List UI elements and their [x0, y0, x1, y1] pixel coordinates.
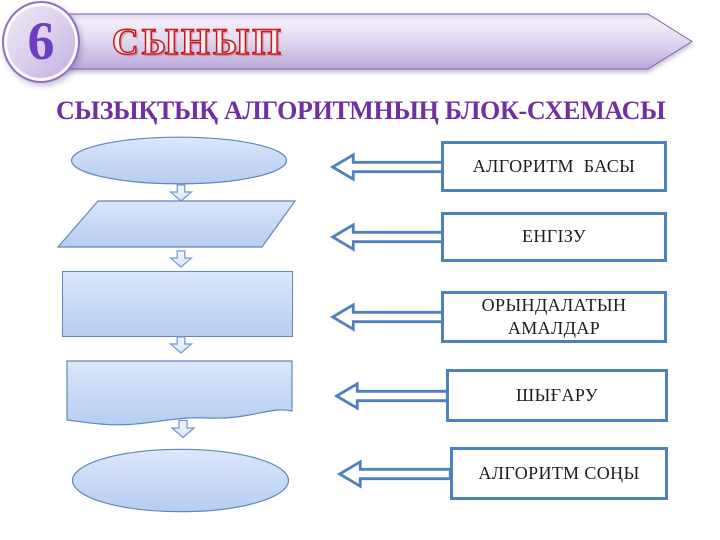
banner-label: СЫНЫП [111, 21, 284, 64]
grade-number: 6 [27, 11, 55, 71]
flowchart-input-parallelogram [57, 200, 297, 248]
callout-label: АЛГОРИТМ БАСЫ [472, 155, 636, 176]
flowchart-terminator-end-ellipse [71, 448, 290, 513]
callout-operations: ОРЫНДАЛАТЫН АМАЛДАР [441, 291, 667, 343]
down-arrow-icon [170, 419, 196, 439]
grade-badge: 6 [2, 1, 80, 83]
callout-label: АЛГОРИТМ СОҢЫ [478, 462, 640, 483]
callout-algorithm-end: АЛГОРИТМ СОҢЫ [450, 447, 668, 500]
down-arrow-icon [168, 250, 194, 268]
callout-algorithm-start: АЛГОРИТМ БАСЫ [441, 141, 667, 192]
flowchart-output-document [66, 360, 293, 426]
callout-input: ЕНГІЗУ [441, 212, 667, 262]
left-arrow-icon [329, 302, 445, 332]
callout-label: ОРЫНДАЛАТЫН АМАЛДАР [481, 294, 632, 338]
left-arrow-icon [333, 381, 449, 411]
flowchart-terminator-start-ellipse [70, 136, 288, 185]
left-arrow-icon [336, 459, 452, 489]
page-title: СЫЗЫҚТЫҚ АЛГОРИТМНЫҢ БЛОК-СХЕМАСЫ [56, 96, 666, 125]
callout-label: ЕНГІЗУ [521, 226, 587, 247]
left-arrow-icon [329, 222, 445, 252]
left-arrow-icon [329, 152, 445, 182]
down-arrow-icon [168, 184, 194, 202]
callout-label: ШЫҒАРУ [516, 384, 598, 405]
flowchart-process-rectangle [62, 271, 293, 337]
down-arrow-icon [168, 336, 194, 354]
callout-output: ШЫҒАРУ [446, 369, 668, 422]
